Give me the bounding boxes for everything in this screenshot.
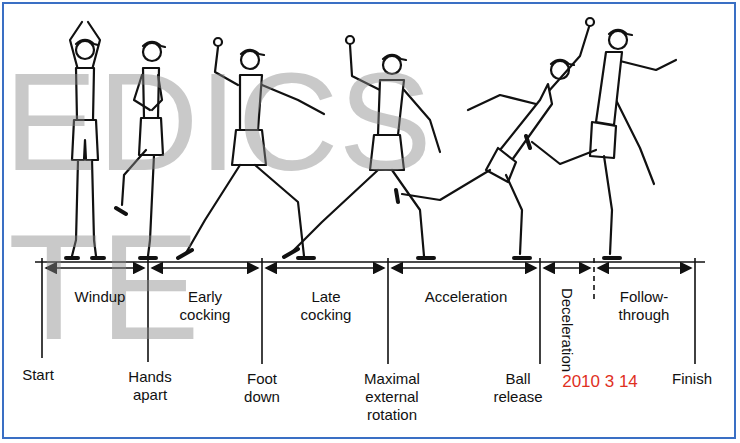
phase-label: Acceleration (425, 288, 508, 306)
event-label: Foot down (232, 370, 292, 406)
event-label: Ball release (487, 370, 549, 406)
date-stamp: 2010 3 14 (562, 372, 638, 392)
phase-label: Follow-through (605, 288, 683, 324)
event-label: Hands apart (114, 368, 186, 404)
watermark: TE (8, 212, 200, 362)
event-label: Finish (672, 370, 712, 388)
phase-label: Windup (75, 288, 126, 306)
phase-label: Late cocking (286, 288, 366, 324)
event-label: Maximal external rotation (342, 370, 442, 424)
phase-label: Deceleration (558, 288, 576, 372)
event-label: Start (22, 366, 54, 384)
phase-label: Early cocking (165, 288, 245, 324)
watermark: EDICS (4, 52, 432, 192)
